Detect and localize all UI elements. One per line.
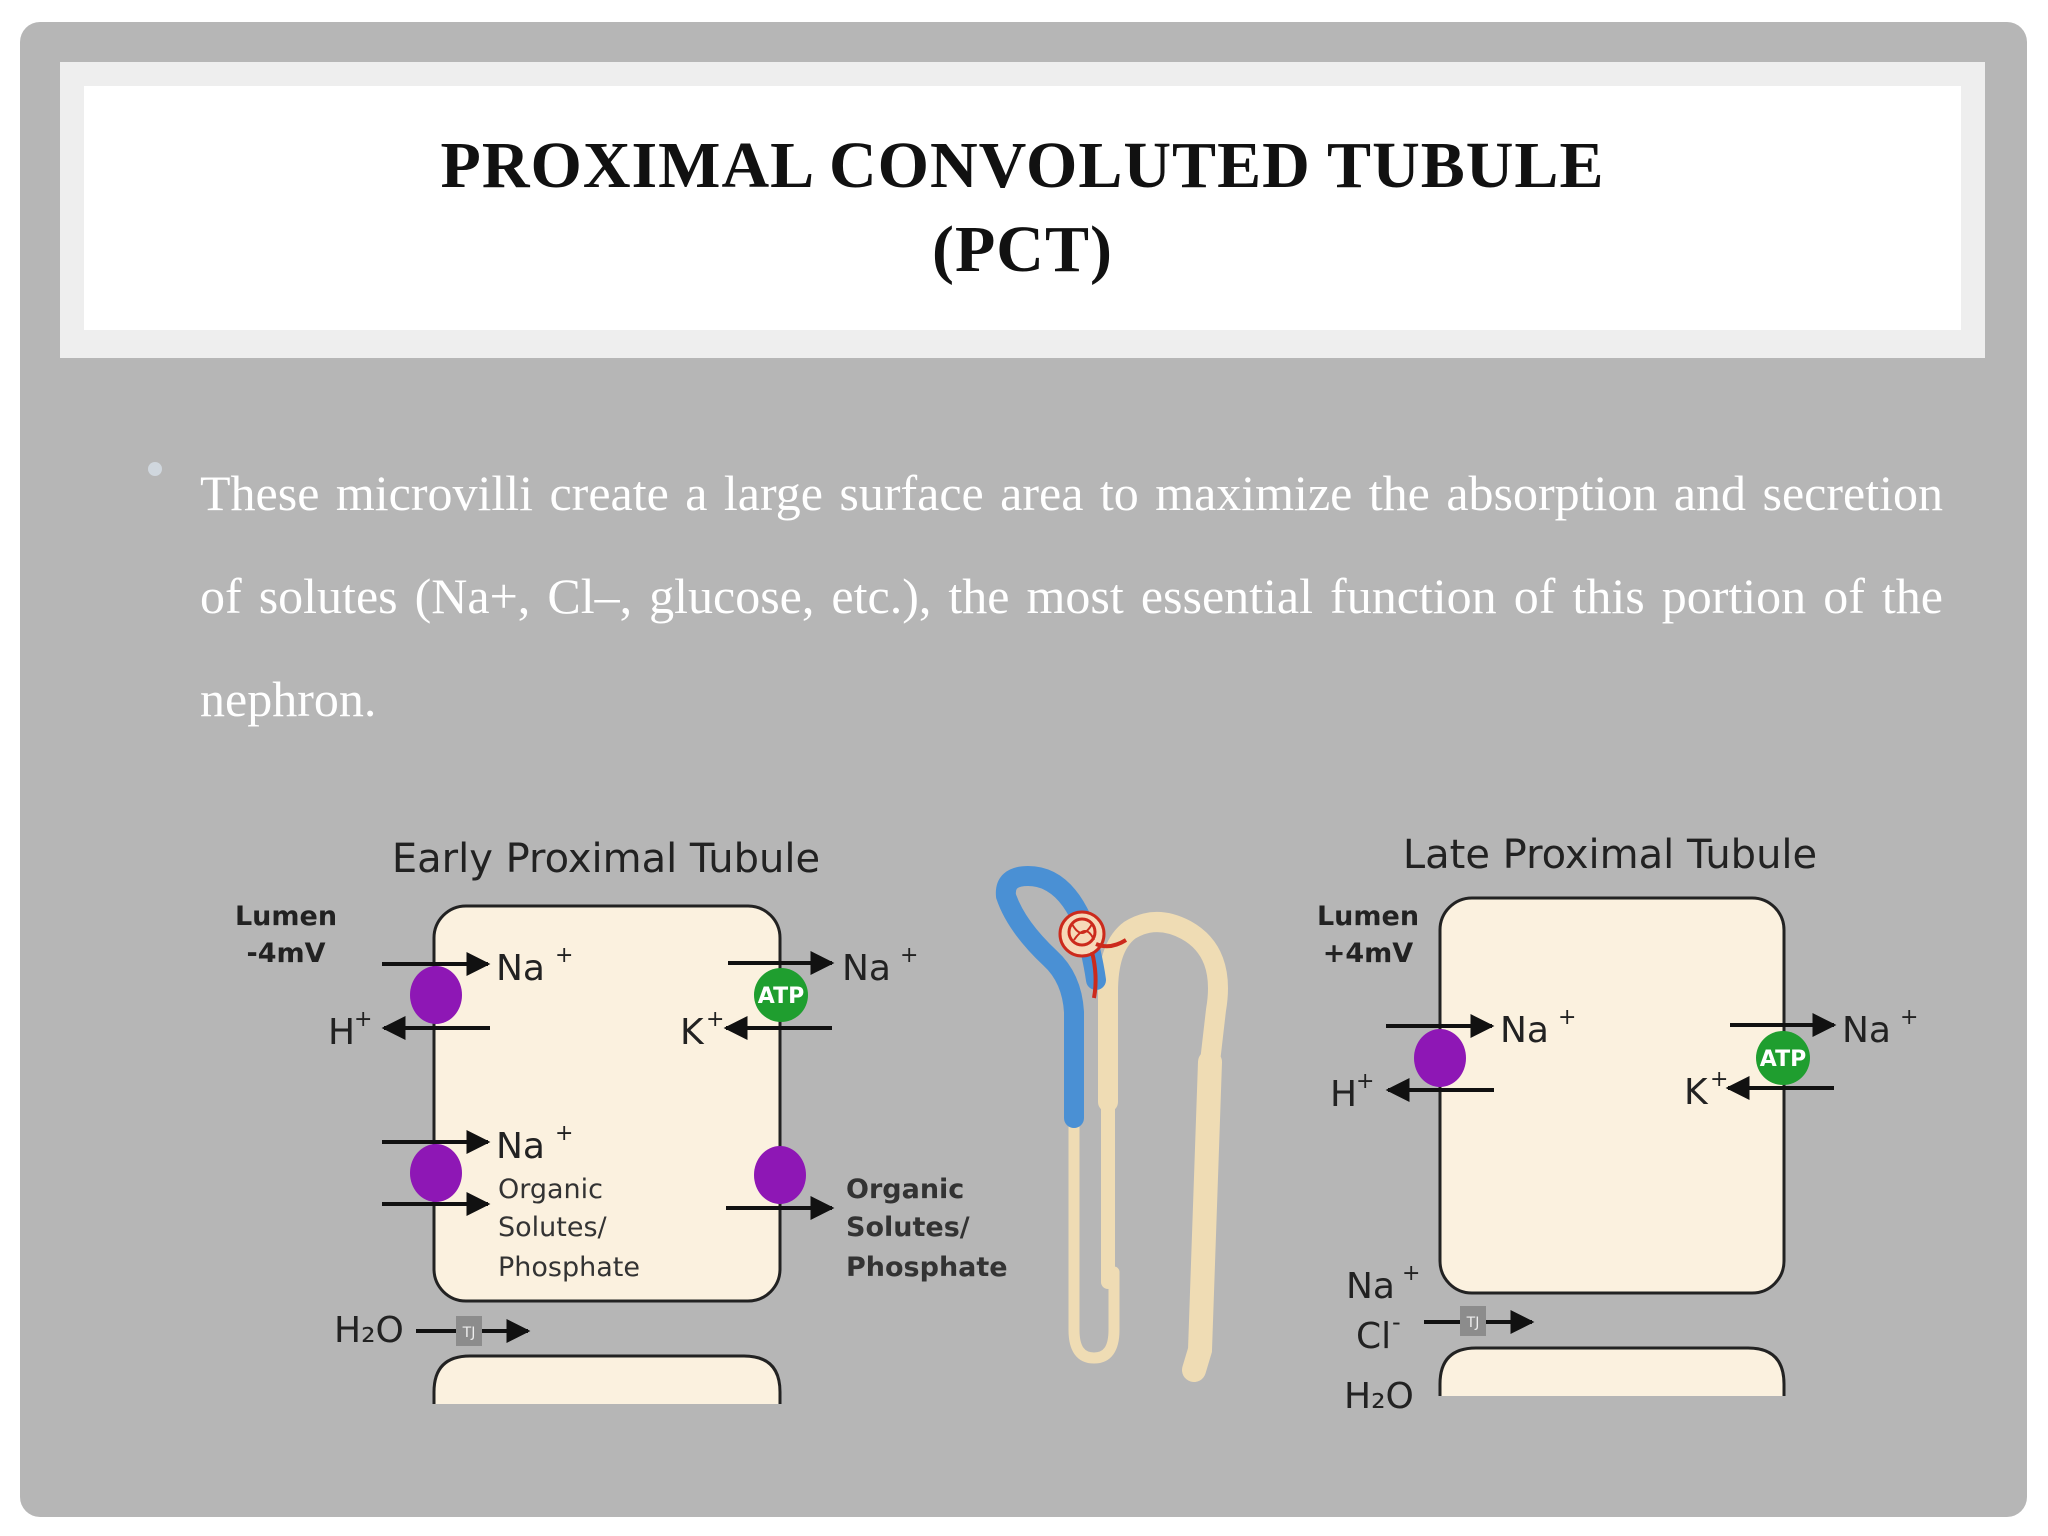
nephron-schematic	[995, 865, 1228, 1382]
early-organic-label-2: Solutes/	[498, 1212, 608, 1243]
early-cotransporter	[410, 1144, 462, 1202]
late-k-label: K	[1684, 1072, 1709, 1113]
late-atp-label: ATP	[1760, 1047, 1806, 1072]
late-k-plus: +	[1710, 1067, 1728, 1092]
late-h2o-label: H₂O	[1344, 1376, 1414, 1417]
early-atp-pump	[754, 968, 808, 1022]
late-heading: Late Proximal Tubule	[1403, 832, 1817, 878]
early-na-plus-2: +	[900, 943, 918, 968]
glomerulus-loops	[1071, 923, 1095, 941]
late-nhe-transporter	[1414, 1029, 1466, 1087]
collecting-duct	[1182, 1050, 1222, 1382]
tan-loop-thin	[1068, 1114, 1120, 1364]
early-na-label-3: Na	[496, 1126, 545, 1167]
bullet-dot-icon	[148, 462, 162, 476]
title-panel: PROXIMAL CONVOLUTED TUBULE (PCT)	[84, 86, 1961, 330]
early-k-plus: +	[706, 1007, 724, 1032]
title-frame: PROXIMAL CONVOLUTED TUBULE (PCT)	[60, 62, 1985, 358]
early-h-plus: +	[354, 1007, 372, 1032]
late-na-label-1: Na	[1500, 1010, 1549, 1051]
early-h-label: H	[328, 1012, 355, 1053]
early-nhe-transporter	[410, 966, 462, 1024]
late-na-label-3: Na	[1346, 1266, 1395, 1307]
late-tight-junction	[1460, 1306, 1486, 1336]
tan-tubule-upper	[1098, 912, 1228, 1112]
early-organic-out-1: Organic	[846, 1174, 964, 1205]
early-heading: Early Proximal Tubule	[392, 836, 820, 882]
late-cell	[1438, 896, 1786, 1295]
late-tj-label: TJ	[1466, 1315, 1480, 1331]
late-cl-label: Cl	[1356, 1316, 1391, 1357]
late-atp-pump	[1756, 1031, 1810, 1085]
late-h-plus: +	[1356, 1069, 1374, 1094]
early-cell-lower	[432, 1354, 782, 1404]
afferent-arteriole	[1090, 938, 1128, 999]
early-basolateral-transporter	[754, 1146, 806, 1204]
early-na-label-1: Na	[496, 948, 545, 989]
early-tj-label: TJ	[462, 1325, 476, 1341]
late-lumen-voltage: +4mV	[1323, 938, 1414, 969]
title-line-2: (PCT)	[932, 213, 1113, 286]
early-k-label: K	[680, 1012, 705, 1053]
late-proximal-tubule: Late Proximal Tubule Lumen +4mV Na + H +…	[1317, 832, 1918, 1417]
early-tight-junction	[456, 1316, 482, 1346]
early-atp-label: ATP	[758, 984, 804, 1009]
early-lumen-label: Lumen	[235, 901, 337, 932]
bullet-text: These microvilli create a large surface …	[200, 465, 1943, 727]
late-na-label-2: Na	[1842, 1010, 1891, 1051]
early-organic-label-1: Organic	[498, 1174, 603, 1205]
early-organic-out-2: Solutes/	[846, 1212, 970, 1243]
late-cell-lower	[1438, 1346, 1786, 1396]
late-cl-minus: -	[1392, 1308, 1401, 1336]
late-lumen-label: Lumen	[1317, 901, 1419, 932]
late-na-plus-1: +	[1558, 1005, 1576, 1030]
bullet-item: These microvilli create a large surface …	[148, 442, 1943, 751]
early-cell	[432, 904, 782, 1303]
late-na-plus-3: +	[1402, 1261, 1420, 1286]
early-organic-label-3: Phosphate	[498, 1252, 640, 1283]
glomerulus-icon	[1067, 917, 1097, 947]
title-line-1: PROXIMAL CONVOLUTED TUBULE	[440, 129, 1605, 202]
slide: PROXIMAL CONVOLUTED TUBULE (PCT) These m…	[20, 22, 2027, 1517]
late-h-label: H	[1330, 1074, 1357, 1115]
early-na-plus-1: +	[555, 943, 573, 968]
early-proximal-tubule: Early Proximal Tubule Lumen -4mV Na + H …	[235, 836, 1008, 1404]
early-h2o-label: H₂O	[334, 1310, 404, 1351]
early-lumen-voltage: -4mV	[246, 938, 325, 969]
late-na-plus-2: +	[1900, 1005, 1918, 1030]
early-na-label-2: Na	[842, 948, 891, 989]
early-organic-out-3: Phosphate	[846, 1252, 1008, 1283]
early-na-plus-3: +	[555, 1121, 573, 1146]
